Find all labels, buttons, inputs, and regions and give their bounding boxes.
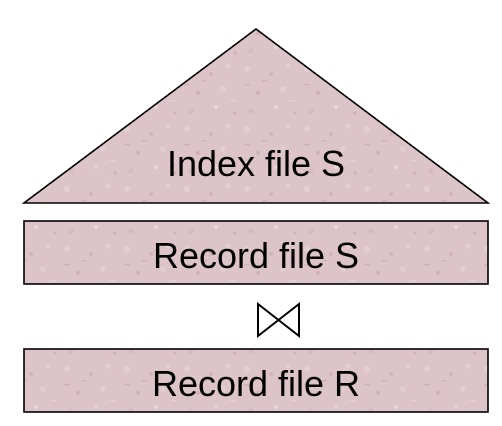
record-file-r-label: Record file R [152,363,360,404]
join-bowtie-icon [257,301,300,339]
record-file-s-label: Record file S [153,235,359,276]
record-file-r-box: Record file R [23,348,489,413]
index-file-triangle: Index file S [21,28,491,204]
index-file-label: Index file S [167,143,345,184]
record-file-s-box: Record file S [23,220,489,285]
